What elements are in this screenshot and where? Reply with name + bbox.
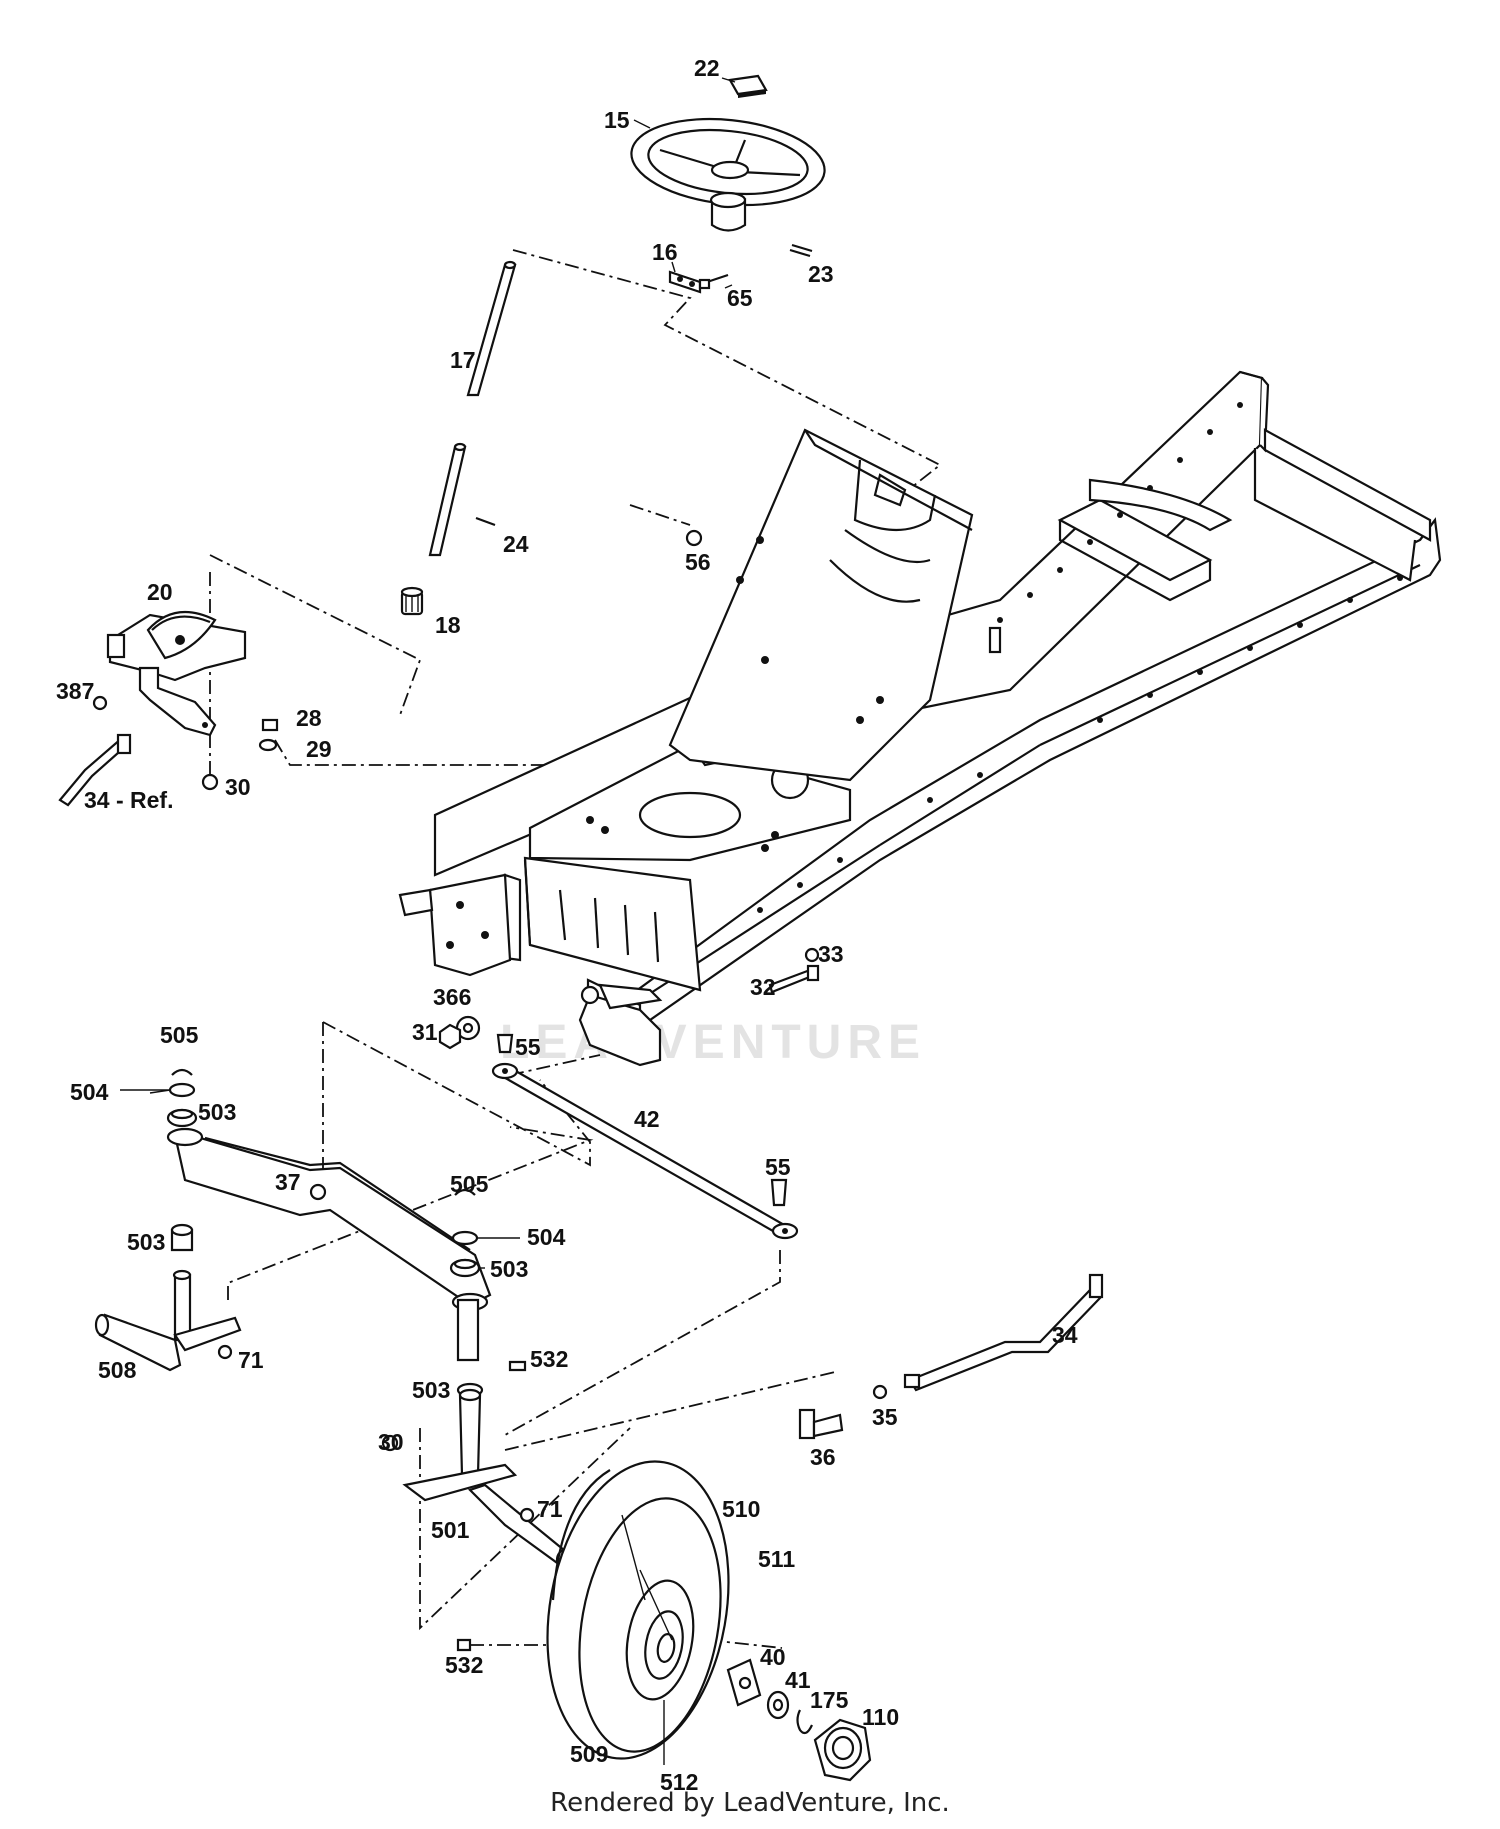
sector-gear-assembly bbox=[106, 610, 247, 737]
steering-bracket bbox=[668, 270, 729, 294]
label-22: 22 bbox=[694, 55, 720, 81]
label-20: 20 bbox=[147, 579, 173, 605]
seat-mount-plate bbox=[668, 428, 974, 782]
label-35: 35 bbox=[872, 1404, 898, 1430]
drag-link bbox=[903, 1273, 1104, 1392]
label-65: 65 bbox=[727, 285, 753, 311]
label-508: 508 bbox=[98, 1357, 137, 1383]
label-55-top: 55 bbox=[515, 1034, 541, 1060]
front-axle bbox=[166, 1127, 492, 1312]
left-spindle bbox=[94, 1223, 242, 1372]
leader-lines bbox=[120, 77, 736, 1765]
grease-fitting-top bbox=[508, 1360, 527, 1372]
front-wheel bbox=[546, 1460, 730, 1760]
bushing-28 bbox=[261, 718, 279, 732]
label-16: 16 bbox=[652, 239, 678, 265]
label-33: 33 bbox=[818, 941, 844, 967]
shaft-pin bbox=[475, 516, 496, 527]
ball-joint-36 bbox=[798, 1408, 844, 1440]
label-505-right: 505 bbox=[450, 1171, 489, 1197]
label-34-ref: 34 - Ref. bbox=[84, 787, 173, 813]
nut-30-bottom bbox=[381, 1434, 399, 1452]
label-17: 17 bbox=[450, 347, 476, 373]
label-37: 37 bbox=[275, 1169, 301, 1195]
nut-33 bbox=[804, 947, 820, 963]
steering-cap bbox=[728, 74, 768, 98]
label-366: 366 bbox=[433, 984, 471, 1010]
label-503-bottom-left: 503 bbox=[127, 1229, 165, 1255]
label-41: 41 bbox=[785, 1667, 811, 1693]
right-spindle-hardware bbox=[449, 1188, 481, 1278]
washer-29 bbox=[258, 738, 278, 752]
label-532-wheel: 532 bbox=[445, 1652, 483, 1678]
label-42: 42 bbox=[634, 1106, 660, 1132]
bolt-55-right bbox=[770, 1178, 788, 1207]
roll-pin bbox=[789, 243, 813, 258]
watermark: LEADVENTURE bbox=[500, 1016, 926, 1069]
label-24: 24 bbox=[503, 531, 529, 557]
label-32: 32 bbox=[750, 974, 776, 1000]
steering-shaft bbox=[428, 260, 517, 557]
right-spindle bbox=[402, 1298, 575, 1572]
label-56: 56 bbox=[685, 549, 711, 575]
label-30-top: 30 bbox=[225, 774, 251, 800]
label-532-top: 532 bbox=[530, 1346, 568, 1372]
bolt-32 bbox=[768, 964, 820, 994]
nut-56 bbox=[685, 529, 703, 547]
steering-wheel bbox=[630, 117, 826, 232]
label-504-left: 504 bbox=[70, 1079, 109, 1105]
label-509: 509 bbox=[570, 1741, 608, 1767]
nut-71-left bbox=[217, 1344, 233, 1360]
label-71-left: 71 bbox=[238, 1347, 264, 1373]
label-504-right: 504 bbox=[527, 1224, 566, 1250]
hub-cap-110 bbox=[813, 1718, 872, 1782]
left-spindle-hardware bbox=[166, 1068, 198, 1128]
bolt-55-top bbox=[496, 1033, 514, 1054]
label-503-top-left: 503 bbox=[198, 1099, 236, 1125]
label-55-right: 55 bbox=[765, 1154, 791, 1180]
label-71-right: 71 bbox=[537, 1496, 563, 1522]
part-labels: 22 15 16 65 23 17 24 56 18 20 387 28 29 … bbox=[56, 55, 1078, 1795]
label-110: 110 bbox=[862, 1704, 899, 1730]
grease-fitting-wheel bbox=[456, 1638, 472, 1652]
label-18: 18 bbox=[435, 612, 461, 638]
label-31: 31 bbox=[412, 1019, 438, 1045]
label-36: 36 bbox=[810, 1444, 836, 1470]
label-501: 501 bbox=[431, 1517, 470, 1543]
label-15: 15 bbox=[604, 107, 630, 133]
clip-175 bbox=[796, 1709, 813, 1735]
label-503-right: 503 bbox=[490, 1256, 528, 1282]
label-511: 511 bbox=[758, 1546, 795, 1572]
label-28: 28 bbox=[296, 705, 322, 731]
label-23: 23 bbox=[808, 261, 834, 287]
label-34: 34 bbox=[1052, 1322, 1078, 1348]
label-503-bottom: 503 bbox=[412, 1377, 450, 1403]
label-512: 512 bbox=[660, 1769, 698, 1795]
nut-30-top bbox=[201, 773, 219, 791]
label-510: 510 bbox=[722, 1496, 760, 1522]
nut-387 bbox=[92, 695, 108, 711]
label-30-bottom: 30 bbox=[378, 1429, 404, 1455]
label-175: 175 bbox=[810, 1687, 849, 1713]
label-40: 40 bbox=[760, 1644, 786, 1670]
plate-40 bbox=[726, 1658, 762, 1707]
nut-35 bbox=[872, 1384, 888, 1400]
label-387: 387 bbox=[56, 678, 94, 704]
render-credit: Rendered by LeadVenture, Inc. bbox=[550, 1788, 950, 1818]
label-29: 29 bbox=[306, 736, 332, 762]
main-frame bbox=[398, 370, 1442, 1067]
nut-71-right bbox=[519, 1507, 535, 1523]
drag-link-ref bbox=[58, 733, 132, 807]
pinion-gear bbox=[400, 586, 424, 616]
nut-31 bbox=[438, 1023, 462, 1050]
label-505-left: 505 bbox=[160, 1022, 199, 1048]
tie-rod bbox=[491, 1062, 799, 1240]
